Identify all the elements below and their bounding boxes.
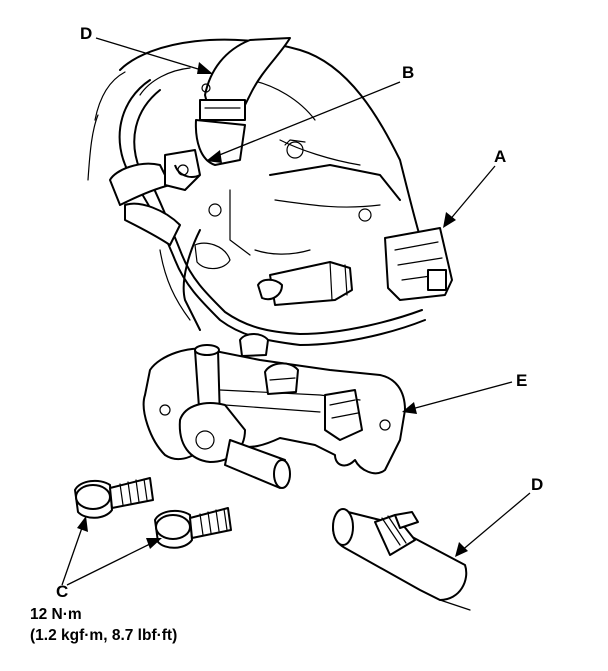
engine-block [87, 38, 431, 331]
callout-e: E [516, 371, 528, 390]
leader-lines [61, 37, 531, 586]
bolt-upper [74, 477, 154, 519]
upper-hose [194, 37, 291, 166]
wire-harness [109, 79, 426, 346]
bolt-lower [154, 507, 232, 549]
torque-spec-metric: 12 N·m [30, 606, 82, 623]
callout-c: C [56, 582, 69, 601]
sensor-b [164, 149, 201, 191]
callout-d-top: D [80, 24, 93, 43]
center-sensor [194, 242, 353, 306]
connector-a [384, 227, 453, 301]
torque-spec-imperial: (1.2 kgf·m, 8.7 lbf·ft) [30, 627, 178, 644]
bracket-e [142, 333, 406, 475]
lower-hose [332, 508, 471, 611]
callout-d-bottom: D [531, 475, 544, 494]
callout-a: A [494, 147, 507, 166]
callout-b: B [402, 63, 415, 82]
valve-body [178, 344, 291, 489]
